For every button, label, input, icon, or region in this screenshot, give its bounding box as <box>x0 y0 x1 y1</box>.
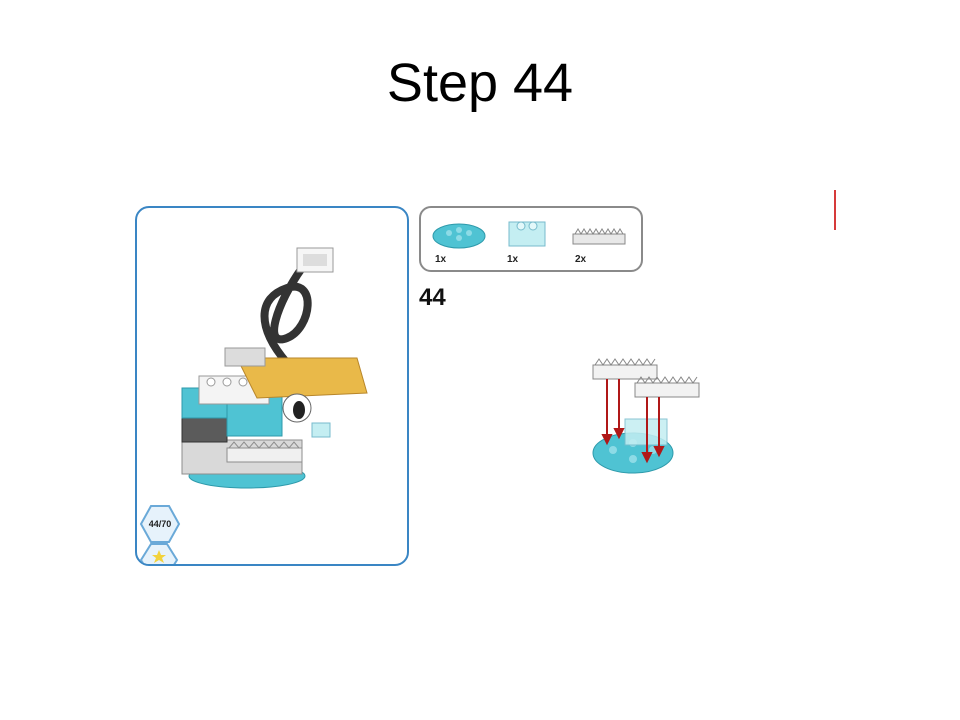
grey-round-piece <box>224 347 266 367</box>
placement-arrows <box>601 379 665 464</box>
head-block <box>181 415 228 443</box>
gear-rack-right <box>634 382 700 398</box>
model-illustration <box>181 247 368 489</box>
part-qty-gear-rack: 2x <box>575 254 587 265</box>
stars-count: 5 <box>156 565 161 566</box>
progress-hexagons: 44/70 5 <box>139 505 181 566</box>
transparent-brick-icon <box>508 221 546 247</box>
part-qty-transparent-brick: 1x <box>507 254 519 265</box>
parts-list-panel: 1x 1x 2x <box>419 206 643 272</box>
transparent-piece <box>311 422 331 438</box>
assembly-diagram <box>592 358 700 474</box>
model-panel: 44/70 5 <box>135 206 409 566</box>
step-progress-hexagon-icon <box>139 505 181 543</box>
yellow-top <box>236 357 368 399</box>
gear-rack <box>226 447 303 463</box>
edge-mark <box>834 190 836 230</box>
cable <box>260 265 312 366</box>
step-number: 44 <box>419 284 446 311</box>
step-progress-label: 44/70 <box>149 519 172 529</box>
gear-rack-icon <box>572 228 626 245</box>
star-icon <box>152 550 166 563</box>
slide-title: Step 44 <box>386 53 574 113</box>
gear-rack-left <box>592 364 658 380</box>
round-plate-icon <box>432 223 486 249</box>
part-qty-round-plate: 1x <box>435 254 447 265</box>
